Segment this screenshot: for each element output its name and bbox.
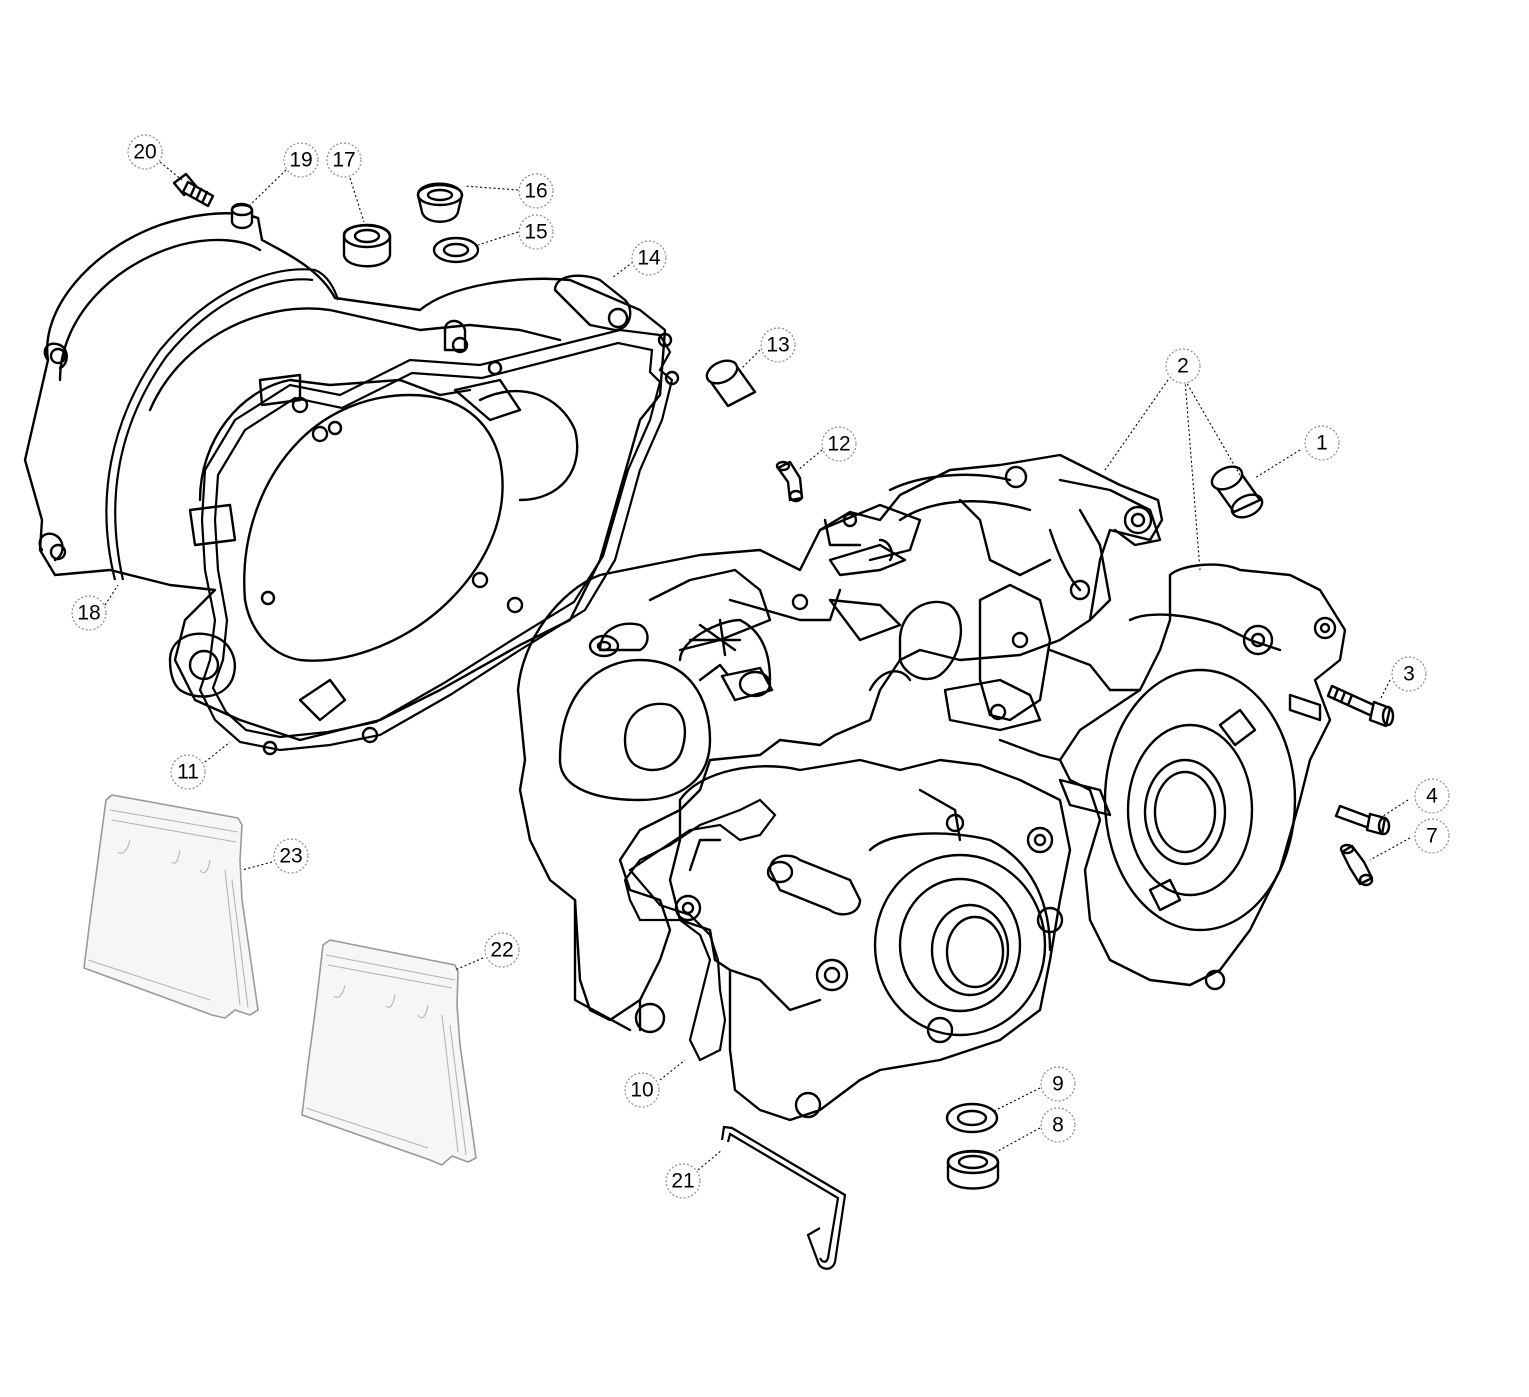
callout-8: 8 — [1040, 1107, 1076, 1143]
leader-lines — [104, 161, 1411, 1171]
callout-14: 14 — [631, 240, 667, 276]
callout-label-10: 10 — [630, 1079, 653, 1102]
callout-20: 20 — [127, 134, 163, 170]
callout-label-17: 17 — [332, 149, 355, 172]
callout-23: 23 — [273, 838, 309, 874]
wire-clip-part-21 — [720, 1125, 847, 1270]
callout-label-12: 12 — [827, 433, 850, 456]
callout-1: 1 — [1304, 425, 1340, 461]
sealant-bag-part-22 — [301, 939, 477, 1166]
callout-label-4: 4 — [1426, 785, 1438, 808]
ignition-cover-part-14 — [23, 212, 667, 744]
washer-part-15 — [432, 236, 480, 264]
callout-label-9: 9 — [1052, 1073, 1064, 1096]
callout-label-7: 7 — [1426, 825, 1438, 848]
bushing-part-1 — [1210, 465, 1264, 519]
plug-part-17 — [342, 223, 392, 268]
callout-17: 17 — [326, 142, 362, 178]
callout-label-2: 2 — [1177, 355, 1189, 378]
callout-12: 12 — [821, 426, 857, 462]
callout-9: 9 — [1040, 1066, 1076, 1102]
callout-label-19: 19 — [289, 149, 312, 172]
callout-13: 13 — [760, 327, 796, 363]
callout-label-11: 11 — [177, 761, 199, 784]
callout-7: 7 — [1414, 818, 1450, 854]
callout-label-8: 8 — [1052, 1114, 1064, 1137]
callout-label-18: 18 — [77, 602, 100, 625]
callout-label-22: 22 — [490, 939, 513, 962]
callout-11: 11 — [170, 754, 206, 790]
callout-label-21: 21 — [671, 1170, 694, 1193]
screw-part-20 — [172, 172, 215, 208]
o-ring-part-18 — [105, 268, 340, 581]
callout-18: 18 — [71, 595, 107, 631]
screw-part-4 — [1334, 804, 1391, 836]
callout-19: 19 — [283, 142, 319, 178]
bushing-part-13 — [705, 359, 757, 408]
callout-2: 2 — [1165, 348, 1201, 384]
callout-22: 22 — [484, 932, 520, 968]
callout-21: 21 — [665, 1163, 701, 1199]
callout-label-3: 3 — [1403, 663, 1415, 686]
screw-part-3 — [1326, 684, 1395, 728]
sealant-bag-part-23 — [83, 794, 259, 1019]
callout-15: 15 — [518, 214, 554, 250]
washer-part-9 — [945, 1102, 999, 1134]
elbow-fitting-part-12 — [775, 460, 804, 503]
callout-label-1: 1 — [1316, 432, 1328, 455]
callout-10: 10 — [624, 1072, 660, 1108]
crankcase-part-2 — [516, 453, 1347, 1122]
elbow-fitting-part-7 — [1339, 843, 1374, 887]
callout-label-23: 23 — [279, 845, 302, 868]
dowel-part-19 — [230, 202, 254, 230]
callout-label-20: 20 — [133, 141, 156, 164]
callout-label-14: 14 — [637, 247, 661, 270]
callout-16: 16 — [518, 173, 554, 209]
callout-4: 4 — [1414, 778, 1450, 814]
callout-3: 3 — [1391, 656, 1427, 692]
callout-label-13: 13 — [766, 334, 789, 357]
callout-label-16: 16 — [524, 180, 547, 203]
plug-part-8 — [946, 1149, 1000, 1190]
plug-part-16 — [416, 182, 464, 223]
callout-label-15: 15 — [524, 221, 547, 244]
